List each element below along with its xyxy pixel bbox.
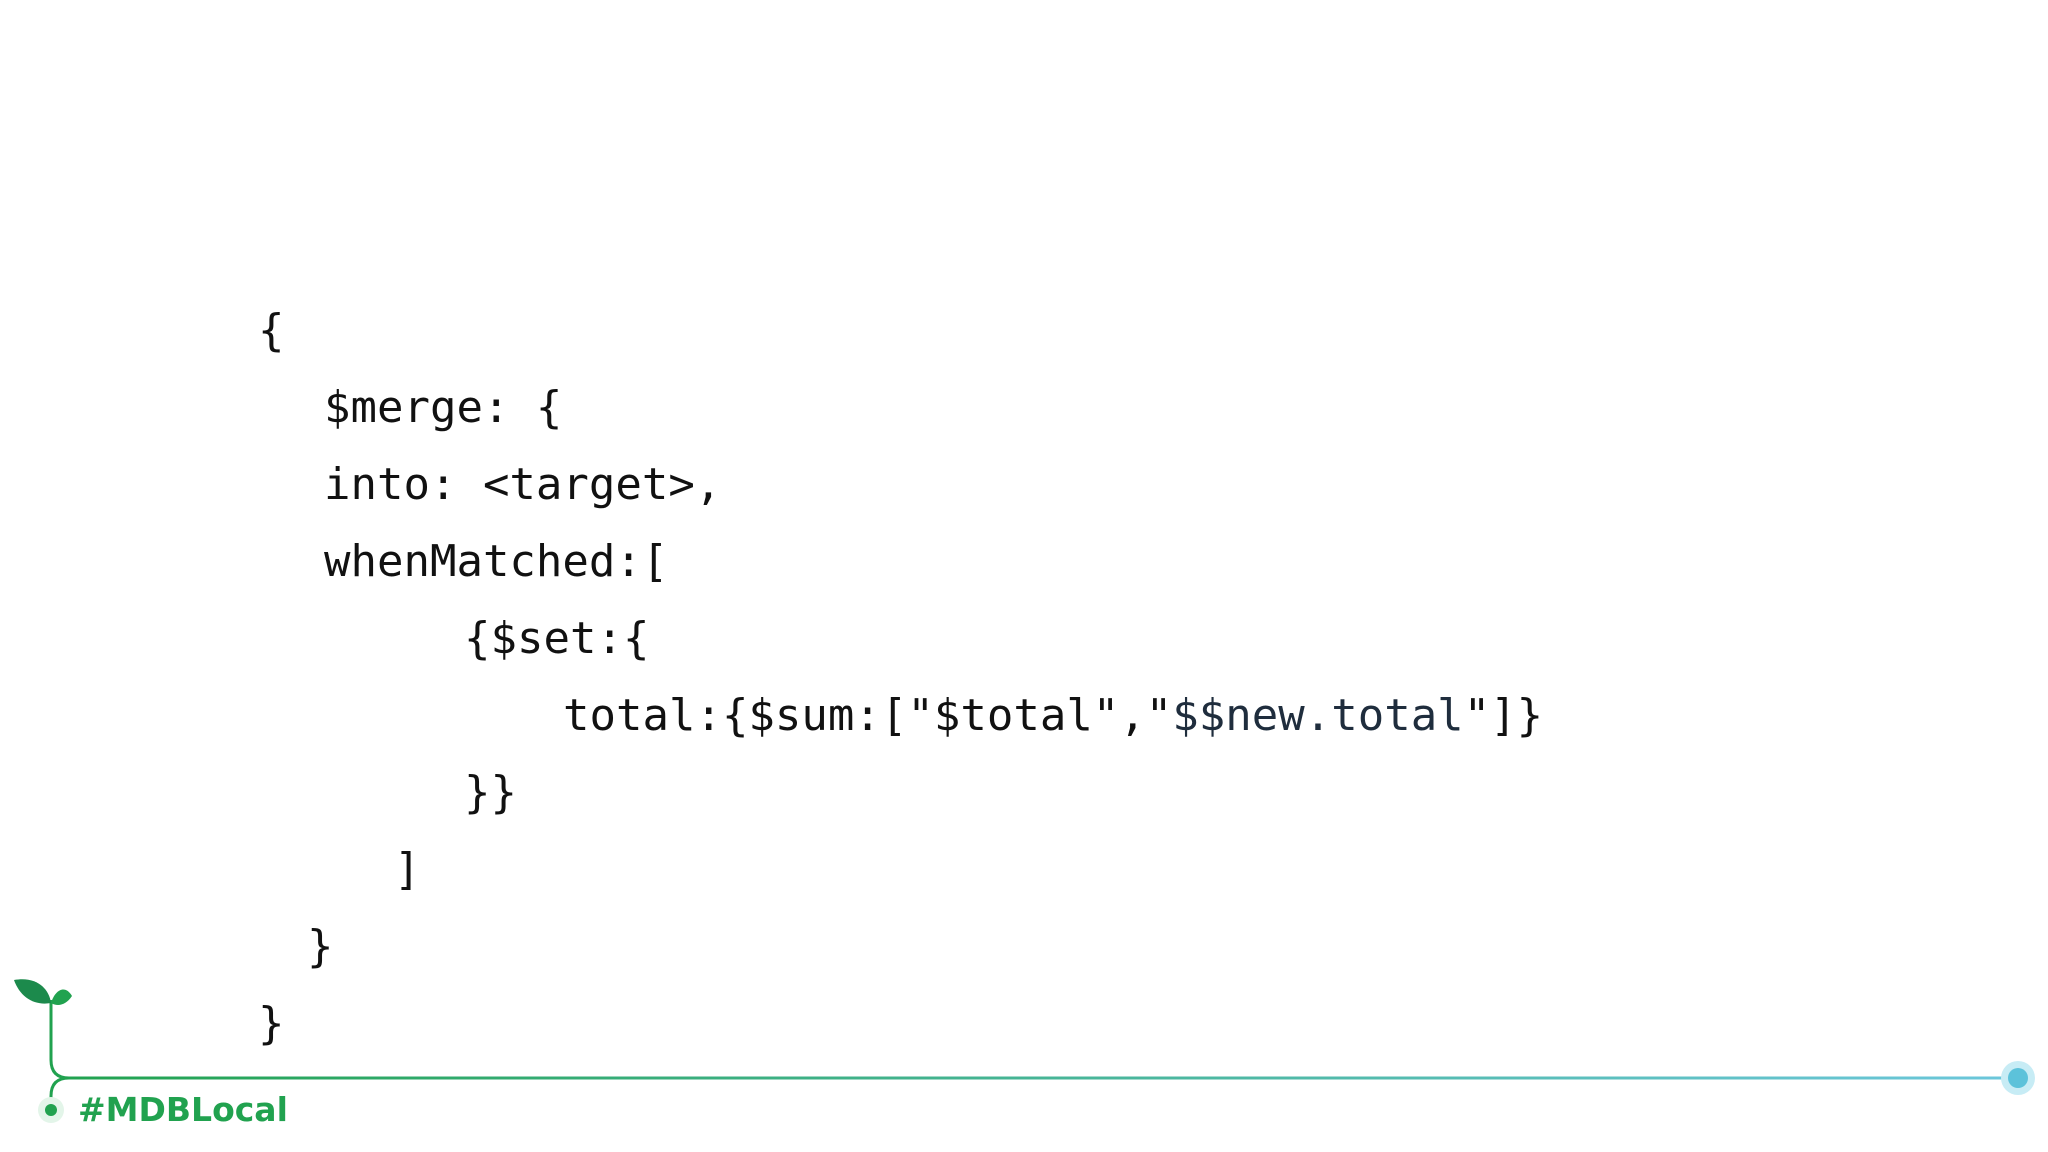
code-line-6-part-b: $$new.total bbox=[1172, 690, 1464, 741]
code-line-4: whenMatched:[ bbox=[324, 536, 669, 587]
code-block: { $merge: { into: <target>, whenMatched:… bbox=[258, 305, 1543, 1049]
code-line-5: {$set:{ bbox=[464, 613, 650, 664]
hashtag-label: #MDBLocal bbox=[78, 1090, 288, 1129]
code-line-9: } bbox=[307, 921, 334, 972]
code-line-6-part-a: total:{$sum:["$total"," bbox=[563, 690, 1173, 741]
code-line-6: total:{$sum:["$total","$$new.total"]} bbox=[563, 690, 1543, 742]
code-line-10: } bbox=[258, 998, 285, 1049]
code-line-6-part-c: "]} bbox=[1463, 690, 1544, 741]
code-line-3: into: <target>, bbox=[324, 459, 722, 510]
code-line-2: $merge: { bbox=[324, 382, 563, 433]
code-line-1: { bbox=[258, 305, 285, 356]
branch-dot-icon bbox=[38, 1097, 64, 1123]
code-line-8: ] bbox=[394, 844, 421, 895]
code-line-7: }} bbox=[464, 767, 517, 818]
